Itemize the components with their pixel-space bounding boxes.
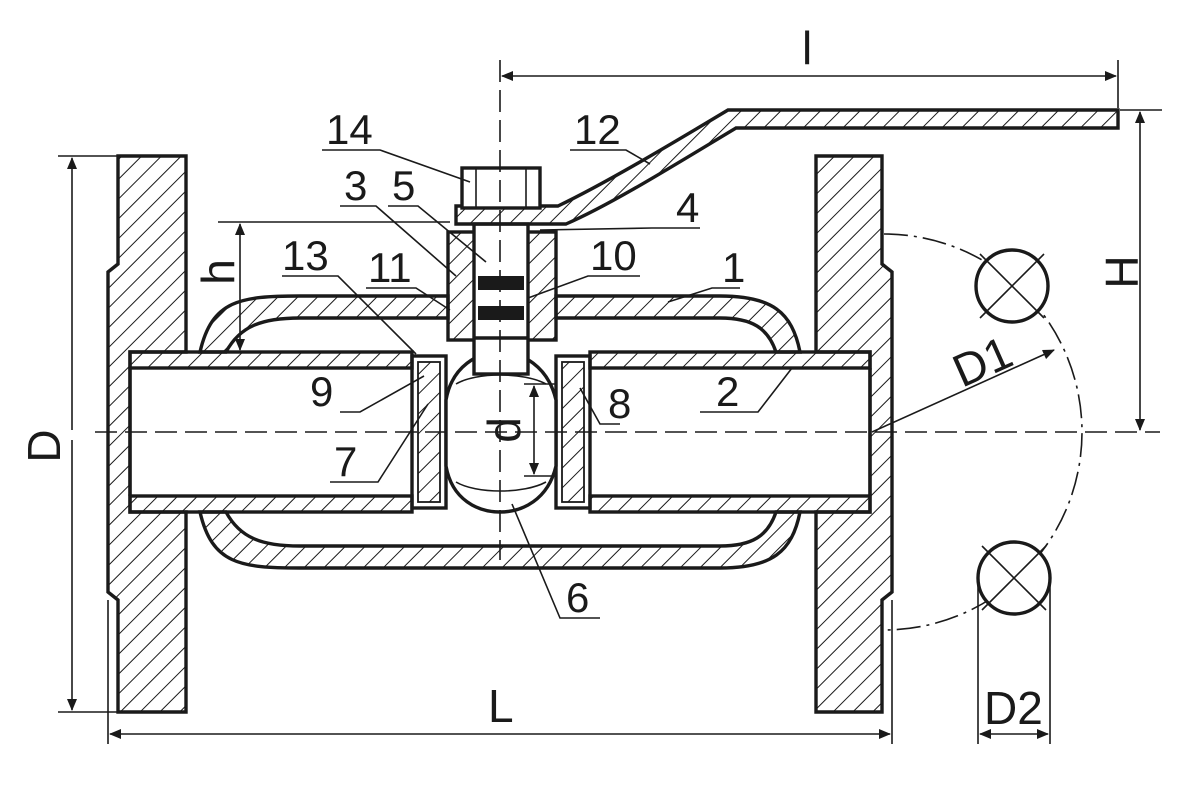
dimension-label-D1: D1 <box>945 326 1020 397</box>
dimension-label-L: L <box>488 680 514 732</box>
left-flange <box>106 154 188 714</box>
stem-assembly <box>446 222 558 376</box>
leader-lines <box>282 149 793 619</box>
right-flange <box>814 154 894 714</box>
seat-assembly <box>410 354 592 510</box>
dimension-label-D: D <box>18 429 70 462</box>
label-part-1: 1 <box>722 244 745 291</box>
label-part-12: 12 <box>574 106 621 153</box>
label-part-7: 7 <box>334 438 357 485</box>
dimension-label-D2: D2 <box>984 682 1043 734</box>
dimension-label-h: h <box>192 259 244 285</box>
label-part-11: 11 <box>368 244 412 291</box>
handle <box>454 108 1120 226</box>
label-part-10: 10 <box>590 232 637 279</box>
label-part-14: 14 <box>326 106 373 153</box>
part-labels: 14 12 3 5 4 13 11 10 1 9 8 2 7 6 <box>282 106 745 621</box>
label-part-13: 13 <box>282 232 329 279</box>
dimension-lines <box>58 60 1162 744</box>
dimension-label-H: H <box>1096 255 1148 288</box>
dimension-label-d: d <box>478 417 530 443</box>
dimension-label-l: l <box>802 22 812 74</box>
label-part-3: 3 <box>344 162 367 209</box>
label-part-6: 6 <box>566 574 589 621</box>
label-part-9: 9 <box>310 368 333 415</box>
bolt-hole-bottom <box>976 540 1052 744</box>
nut <box>460 166 542 210</box>
label-part-5: 5 <box>392 162 415 209</box>
bolt-hole-top <box>974 248 1050 324</box>
label-part-4: 4 <box>676 184 699 231</box>
center-lines <box>95 60 1160 631</box>
label-part-2: 2 <box>716 368 739 415</box>
label-part-8: 8 <box>608 380 631 427</box>
